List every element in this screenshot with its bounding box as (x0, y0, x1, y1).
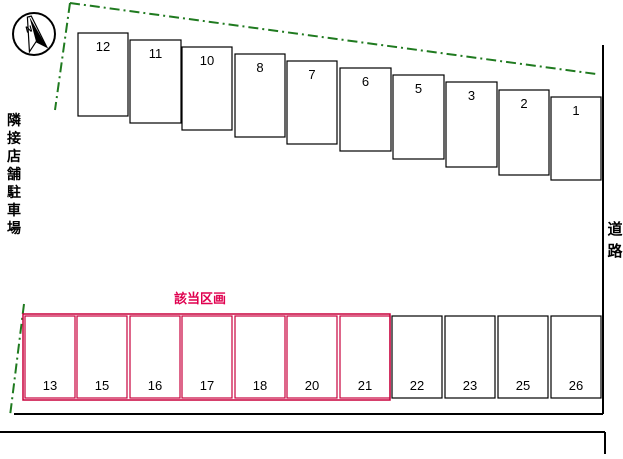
parking-space-number: 21 (358, 378, 372, 393)
parking-space-number: 8 (256, 60, 263, 75)
parking-space-number: 15 (95, 378, 109, 393)
parking-space-box (339, 67, 392, 152)
parking-space-11: 11 (129, 39, 182, 124)
parking-space-22: 22 (391, 315, 443, 399)
parking-space-box (550, 96, 602, 181)
parking-space-number: 7 (308, 67, 315, 82)
parking-space-number: 18 (253, 378, 267, 393)
parking-space-21: 21 (339, 315, 391, 399)
parking-space-box (181, 46, 233, 131)
parking-space-number: 20 (305, 378, 319, 393)
parking-space-number: 11 (149, 46, 163, 61)
parking-row-bottom: 13 15 16 17 18 20 21 22 23 25 26 (24, 315, 602, 399)
parking-space-box (77, 32, 129, 117)
parking-space-box (24, 315, 76, 399)
boundary-left-bottom (9, 303, 25, 417)
property-boundary (9, 2, 597, 417)
parking-space-box (339, 315, 391, 399)
parking-space-box (498, 89, 550, 176)
parking-space-15: 15 (76, 315, 128, 399)
boundary-left-top (54, 2, 71, 111)
parking-space-number: 12 (96, 39, 110, 54)
parking-space-box (181, 315, 233, 399)
parking-space-box (444, 315, 496, 399)
parking-space-box (286, 60, 338, 145)
parking-space-12: 12 (77, 32, 129, 117)
parking-space-box (129, 315, 181, 399)
highlight-outline (22, 313, 391, 401)
parking-space-16: 16 (129, 315, 181, 399)
parking-space-23: 23 (444, 315, 496, 399)
parking-space-box (392, 74, 445, 160)
parking-space-number: 10 (200, 53, 214, 68)
parking-space-number: 13 (43, 378, 57, 393)
parking-space-number: 26 (569, 378, 583, 393)
parking-space-box (286, 315, 338, 399)
parking-space-number: 23 (463, 378, 477, 393)
parking-space-number: 5 (415, 81, 422, 96)
road-label: 道路 (607, 220, 623, 260)
parking-space-10: 10 (181, 46, 233, 131)
parking-space-13: 13 (24, 315, 76, 399)
adjacent-store-parking-label: 隣接店舗駐車場 (7, 113, 21, 237)
parking-space-box (445, 81, 498, 168)
parking-space-box (391, 315, 443, 399)
parking-space-2: 2 (498, 89, 550, 176)
parking-space-box (234, 315, 286, 399)
parking-space-5: 5 (392, 74, 445, 160)
parking-space-number: 17 (200, 378, 214, 393)
parking-space-3: 3 (445, 81, 498, 168)
parking-space-7: 7 (286, 60, 338, 145)
parking-space-20: 20 (286, 315, 338, 399)
parking-space-number: 2 (520, 96, 527, 111)
parking-space-number: 16 (148, 378, 162, 393)
parking-space-6: 6 (339, 67, 392, 152)
boundary-top (69, 2, 597, 75)
parking-space-1: 1 (550, 96, 602, 181)
parking-space-18: 18 (234, 315, 286, 399)
parking-space-number: 6 (362, 74, 369, 89)
target-space-label: 該当区画 (174, 292, 227, 307)
parking-space-box (497, 315, 549, 399)
parking-space-box (76, 315, 128, 399)
parking-space-box (234, 53, 286, 138)
parking-space-number: 3 (468, 88, 475, 103)
parking-space-box (129, 39, 182, 124)
parking-row-top: 12 11 10 8 7 6 5 3 2 1 (77, 32, 602, 181)
parking-space-number: 22 (410, 378, 424, 393)
parking-space-box (550, 315, 602, 399)
parking-space-26: 26 (550, 315, 602, 399)
parking-space-17: 17 (181, 315, 233, 399)
parking-space-number: 25 (516, 378, 530, 393)
compass-north-letter: N (24, 24, 33, 35)
parking-space-25: 25 (497, 315, 549, 399)
parking-space-8: 8 (234, 53, 286, 138)
compass-icon: N (12, 12, 56, 56)
parking-space-number: 1 (572, 103, 579, 118)
